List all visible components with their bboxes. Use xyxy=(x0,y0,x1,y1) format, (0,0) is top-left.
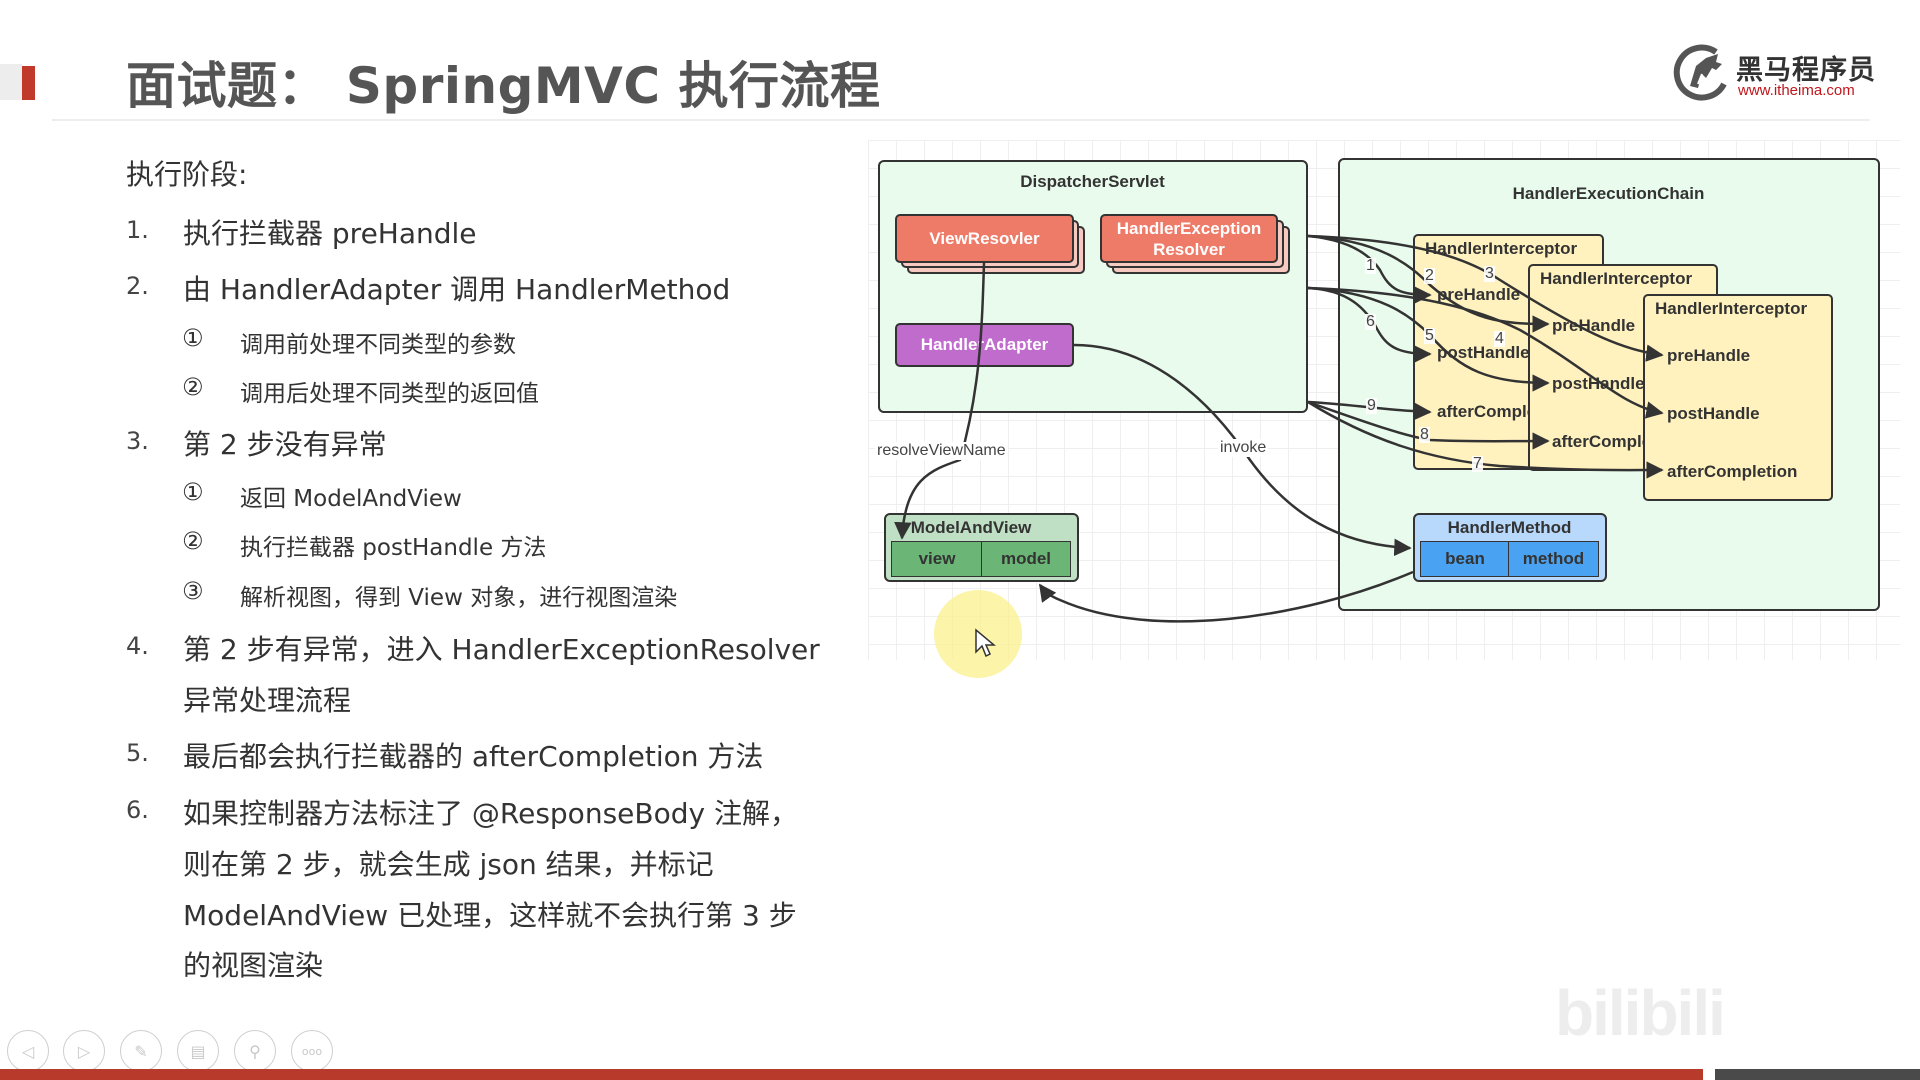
slide-accent-grey xyxy=(0,64,22,100)
sub-step-text: 执行拦截器 postHandle 方法 xyxy=(240,535,547,561)
footer-bar-red xyxy=(0,1069,1703,1080)
slide-accent-red xyxy=(22,66,35,100)
step-number: 3. xyxy=(126,427,149,455)
step-text: 由 HandlerAdapter 调用 HandlerMethod xyxy=(183,273,731,306)
handler-exception-resolver-box: HandlerException Resolver xyxy=(1100,214,1278,263)
itheima-logo: 黑马程序员 www.itheima.com xyxy=(1672,44,1875,104)
step-number-label: 5 xyxy=(1424,327,1435,344)
handler-execution-chain-title: HandlerExecutionChain xyxy=(1512,184,1705,203)
step-text: 异常处理流程 xyxy=(183,684,352,717)
step-text: 执行拦截器 preHandle xyxy=(183,217,477,250)
pen-icon: ✎ xyxy=(134,1041,148,1061)
handler-method-box: HandlerMethod bean method xyxy=(1413,513,1607,582)
model-and-view-box: ModelAndView view model xyxy=(884,513,1079,582)
sub-step-marker: ② xyxy=(182,527,204,555)
pen-tool-button[interactable]: ✎ xyxy=(120,1030,162,1072)
next-arrow-icon: ▷ xyxy=(77,1041,91,1061)
dispatcher-servlet-box: DispatcherServlet xyxy=(878,160,1308,413)
sub-step-text: 解析视图，得到 View 对象，进行视图渲染 xyxy=(240,585,678,611)
step-number-label: 8 xyxy=(1419,426,1430,443)
step-number: 6. xyxy=(126,796,149,824)
interceptor-method-aftercompletion: afterCompletion xyxy=(1667,462,1798,481)
magnifier-icon: ⚲ xyxy=(249,1041,261,1061)
slide-title: 面试题： SpringMVC 执行流程 xyxy=(126,57,881,115)
step-number-label: 2 xyxy=(1424,267,1435,284)
step-text: 第 2 步没有异常 xyxy=(183,428,387,461)
sub-step-marker: ② xyxy=(182,373,204,401)
handler-interceptor-3: HandlerInterceptor preHandle postHandle … xyxy=(1643,294,1833,501)
bilibili-watermark: bilibili xyxy=(1555,977,1726,1049)
mouse-pointer-icon xyxy=(975,628,996,658)
handler-method-field-bean: bean xyxy=(1420,541,1510,577)
interceptor-title: HandlerInterceptor xyxy=(1425,239,1578,258)
step-number: 4. xyxy=(126,632,149,660)
step-number-label: 6 xyxy=(1365,313,1376,330)
sub-step-text: 调用前处理不同类型的参数 xyxy=(240,332,516,358)
previous-arrow-icon: ◁ xyxy=(21,1041,35,1061)
section-heading: 执行阶段: xyxy=(126,158,248,191)
sub-step-marker: ① xyxy=(182,324,204,352)
sub-step-text: 返回 ModelAndView xyxy=(240,486,462,512)
previous-slide-button[interactable]: ◁ xyxy=(7,1030,49,1072)
sub-step-marker: ① xyxy=(182,478,204,506)
horse-head-logo-icon xyxy=(1673,44,1727,101)
interceptor-method-prehandle: preHandle xyxy=(1667,346,1751,365)
slide-overview-button[interactable]: ▤ xyxy=(177,1030,219,1072)
zoom-button[interactable]: ⚲ xyxy=(234,1030,276,1072)
step-text: 的视图渲染 xyxy=(183,949,324,982)
handler-method-field-method: method xyxy=(1508,541,1599,577)
step-text: 则在第 2 步，就会生成 json 结果，并标记 xyxy=(183,848,714,881)
step-text: 如果控制器方法标注了 @ResponseBody 注解， xyxy=(183,797,798,830)
handler-adapter-box: HandlerAdapter xyxy=(895,323,1074,367)
exception-resolver-label-line2: Resolver xyxy=(1153,239,1225,259)
model-and-view-title: ModelAndView xyxy=(910,518,1032,537)
interceptor-method-posthandle: postHandle xyxy=(1667,404,1760,423)
step-number-label: 7 xyxy=(1472,455,1483,472)
step-number: 1. xyxy=(126,216,149,244)
logo-url: www.itheima.com xyxy=(1738,82,1855,99)
slides-grid-icon: ▤ xyxy=(190,1041,206,1061)
step-number: 2. xyxy=(126,272,149,300)
next-slide-button[interactable]: ▷ xyxy=(63,1030,105,1072)
footer-bar-dark xyxy=(1715,1069,1920,1080)
logo-brand-name: 黑马程序员 xyxy=(1736,55,1876,86)
step-number-label: 4 xyxy=(1494,330,1505,347)
more-options-button[interactable]: ooo xyxy=(291,1030,333,1072)
edge-label-resolve-view-name: resolveViewName xyxy=(875,442,1008,460)
step-text: 最后都会执行拦截器的 afterCompletion 方法 xyxy=(183,740,764,773)
model-and-view-field-view: view xyxy=(891,541,983,577)
interceptor-title: HandlerInterceptor xyxy=(1540,269,1693,288)
view-resolver-box: ViewResovler xyxy=(895,214,1074,263)
exception-resolver-label-line1: HandlerException xyxy=(1116,218,1262,238)
step-number-label: 9 xyxy=(1366,397,1377,414)
edge-label-invoke: invoke xyxy=(1218,439,1269,457)
handler-method-title: HandlerMethod xyxy=(1447,518,1572,537)
dispatcher-servlet-title: DispatcherServlet xyxy=(1020,172,1165,191)
step-number-label: 3 xyxy=(1484,265,1495,282)
step-number: 5. xyxy=(126,739,149,767)
sub-step-marker: ③ xyxy=(182,577,204,605)
step-text: 第 2 步有异常，进入 HandlerExceptionResolver xyxy=(183,633,820,666)
step-number-label: 1 xyxy=(1365,257,1376,274)
interceptor-title: HandlerInterceptor xyxy=(1655,299,1808,318)
title-divider xyxy=(52,119,1870,121)
step-text: ModelAndView 已处理，这样就不会执行第 3 步 xyxy=(183,899,797,932)
sub-step-text: 调用后处理不同类型的返回值 xyxy=(240,381,539,407)
more-dots-icon: ooo xyxy=(301,1044,323,1058)
model-and-view-field-model: model xyxy=(981,541,1071,577)
